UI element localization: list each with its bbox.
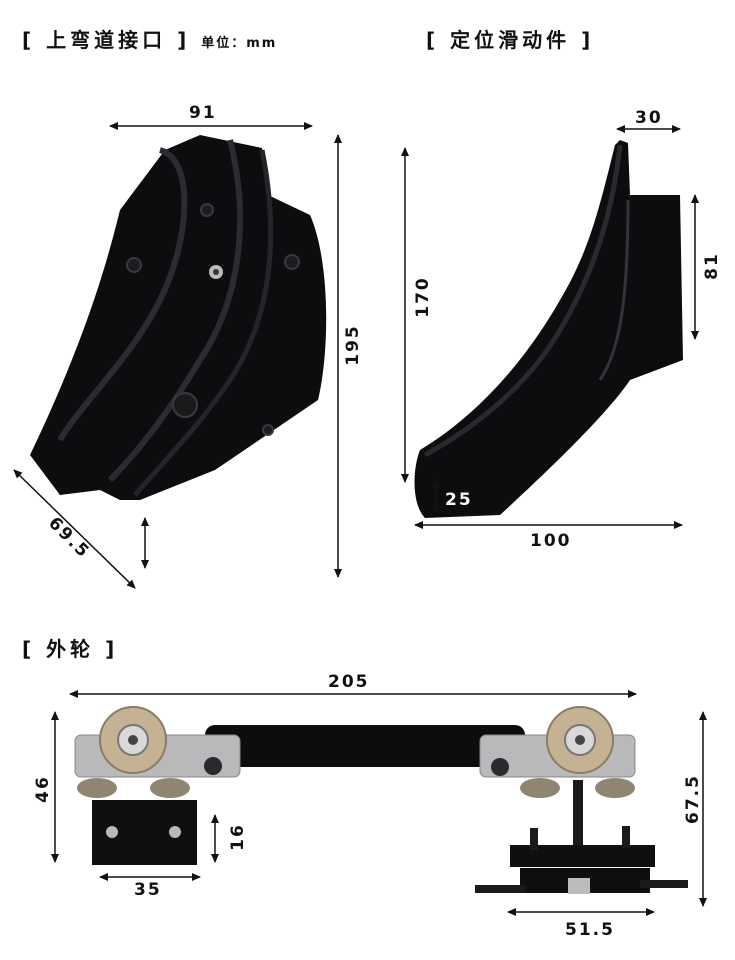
dim-pos-top: 30 <box>635 108 663 128</box>
upper-bend-title-text: [ 上弯道接口 ] <box>22 28 191 52</box>
wheel-dimension-lines <box>51 690 707 916</box>
dim-wheel-length: 205 <box>328 672 370 692</box>
positioning-slider-part <box>414 140 683 518</box>
dim-pos-width: 100 <box>530 531 572 551</box>
dim-wheel-left-height: 46 <box>32 775 53 803</box>
dim-pos-side: 81 <box>701 252 722 280</box>
upper-bend-title: [ 上弯道接口 ] 单位：mm <box>22 24 277 53</box>
dim-wheel-right-height: 67.5 <box>682 774 703 824</box>
dim-pos-height: 170 <box>412 276 433 318</box>
dim-wheel-clamp-width: 51.5 <box>565 920 615 940</box>
dim-upper-width: 91 <box>189 103 217 123</box>
connecting-bar <box>205 725 525 767</box>
dim-pos-base: 25 <box>445 490 473 510</box>
dim-wheel-plate-width: 35 <box>134 880 162 900</box>
upper-bend-part <box>30 135 327 500</box>
positioning-title: [ 定位滑动件 ] <box>426 28 595 52</box>
dim-wheel-plate-height: 16 <box>227 823 248 851</box>
positioning-dimension-lines <box>401 125 699 529</box>
outer-wheel-assembly <box>74 706 688 894</box>
upper-dimension-lines <box>13 122 342 589</box>
unit-label: 单位：mm <box>201 36 278 51</box>
outer-wheel-title: [ 外轮 ] <box>22 637 119 661</box>
dim-upper-height: 195 <box>342 324 363 366</box>
